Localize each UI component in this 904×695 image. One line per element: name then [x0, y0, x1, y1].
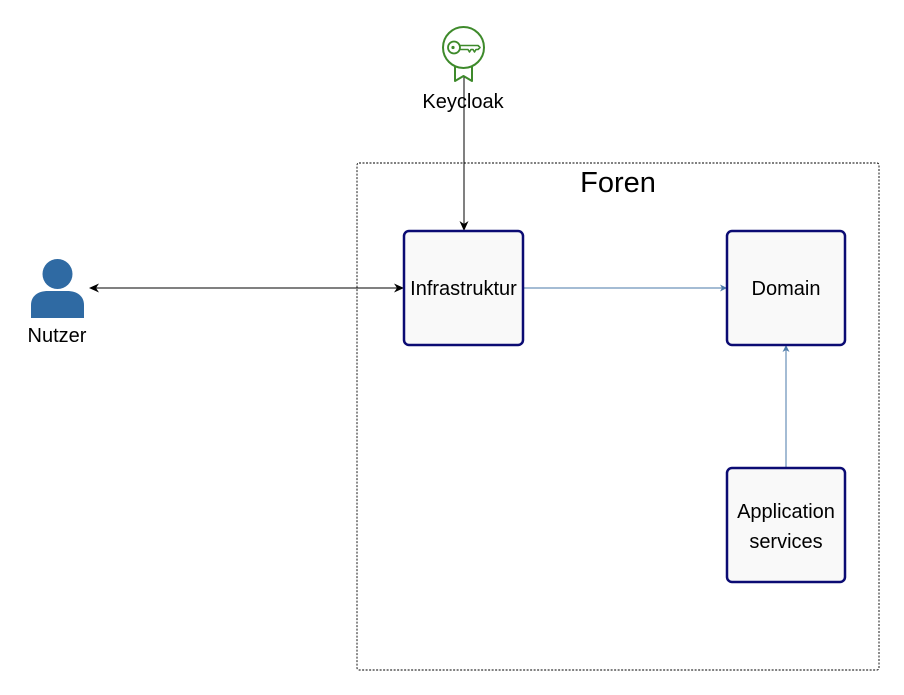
key-badge-icon: [442, 26, 485, 82]
component-label: Infrastruktur: [410, 278, 517, 300]
component-label-line2: services: [749, 531, 822, 553]
connector-user-infrastructure: [89, 283, 404, 293]
boundary-title: Foren: [580, 167, 656, 199]
foren-boundary: Foren: [356, 162, 880, 671]
connectors: [89, 69, 790, 468]
user-icon: [31, 259, 84, 318]
arrowhead-right: [394, 283, 404, 293]
actor-label: Keycloak: [422, 91, 504, 113]
component-label: Domain: [752, 278, 821, 300]
arrowhead-down: [459, 221, 469, 231]
component-infrastruktur[interactable]: Infrastruktur: [402, 229, 525, 347]
arrowhead-left: [89, 283, 99, 293]
arrowhead-up: [782, 345, 790, 352]
actor-nutzer[interactable]: Nutzer: [28, 259, 87, 347]
component-domain[interactable]: Domain: [725, 229, 847, 347]
component-application-services[interactable]: Application services: [725, 466, 847, 584]
actor-keycloak[interactable]: Keycloak: [422, 26, 505, 113]
actor-label: Nutzer: [28, 325, 87, 347]
component-label-line1: Application: [737, 501, 835, 523]
connector-appservices-domain: [782, 345, 790, 468]
connector-infrastructure-domain: [523, 284, 727, 292]
arrowhead-right: [720, 284, 727, 292]
